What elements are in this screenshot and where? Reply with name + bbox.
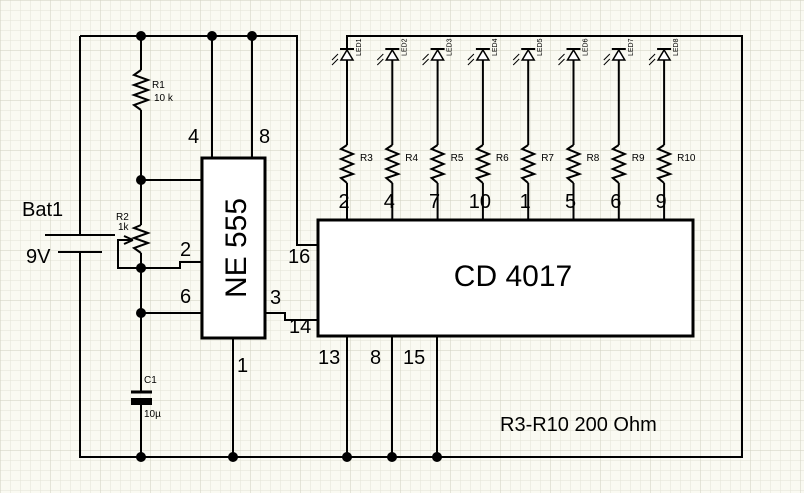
cd4017-output-pin: 6 [610,191,621,213]
resistor-symbol [655,144,673,184]
ne555-pin-6: 6 [180,286,191,308]
battery-voltage: 9V [26,246,51,268]
c1-value: 10µ [144,409,161,420]
resistor-symbol [564,144,583,184]
cd4017-output-pin: 2 [338,191,349,213]
led-label: LED3 [447,38,454,56]
resistor-label: R3 [360,153,373,164]
cd4017-pin-13: 13 [318,347,340,369]
cd4017-output-pin: 9 [656,191,667,213]
led-label: LED4 [492,38,499,56]
battery-name: Bat1 [22,199,63,221]
cd4017-label: CD 4017 [454,260,572,293]
resistor-r1: R1 10 k [131,69,174,111]
resistor-label: R7 [541,153,554,164]
cd4017-output-pin: 1 [520,191,531,213]
ne555-pin-2: 2 [180,239,191,261]
resistor-symbol [338,144,356,184]
ne555-pin-4: 4 [188,126,199,148]
capacitor-c1: C1 10µ [131,375,161,420]
led-icon [520,48,536,61]
r1-name: R1 [152,80,165,91]
led-icon [566,48,581,61]
r2-name: R2 [116,212,129,223]
resistor-symbol [383,144,402,184]
cd4017-output-pin: 10 [469,191,491,213]
cd4017-pin-16: 16 [288,246,310,268]
led-icon [339,48,355,61]
r2-value: 1k [118,222,130,233]
led-icon [656,48,672,61]
resistor-label: R5 [451,153,464,164]
ne555-chip: NE 555 4 8 2 6 3 1 [180,126,281,377]
resistor-label: R6 [496,153,509,164]
led-icon [430,48,445,61]
resistor-note: R3-R10 200 Ohm [500,414,657,436]
led-icon [475,48,491,61]
ne555-label: NE 555 [220,198,253,298]
led-label: LED5 [537,38,544,56]
cd4017-pin-8: 8 [370,347,381,369]
resistor-label: R4 [405,153,418,164]
resistor-label: R9 [632,153,645,164]
ne555-pin-3: 3 [270,287,281,309]
led-label: LED1 [356,38,363,56]
led-icon [611,48,627,61]
resistor-label: R10 [677,153,696,164]
cd4017-output-pin: 7 [429,191,440,213]
potentiometer-r2: R2 1k [116,212,151,254]
led-label: LED7 [628,38,635,56]
resistor-symbol [429,144,447,184]
cd4017-output-pin: 4 [384,191,395,213]
resistor-symbol [474,144,492,184]
led-icon [384,48,400,61]
led-label: LED8 [673,38,680,56]
cd4017-pin-14: 14 [289,316,311,338]
resistor-symbol [519,144,538,184]
junctions [136,31,442,462]
led-label: LED2 [401,38,408,56]
ne555-pin-8: 8 [259,126,270,148]
cd4017-output-pin: 5 [565,191,576,213]
resistor-label: R8 [587,153,600,164]
ne555-pin-1: 1 [237,355,248,377]
c1-name: C1 [144,375,157,386]
cd4017-chip: CD 4017 16 14 13 8 15 [288,218,695,369]
wires [45,35,743,458]
battery-bat1: Bat1 9V [22,199,63,268]
r1-value: 10 k [154,93,174,104]
resistor-symbol [610,144,628,184]
led-label: LED6 [583,38,590,56]
cd4017-pin-15: 15 [403,347,425,369]
